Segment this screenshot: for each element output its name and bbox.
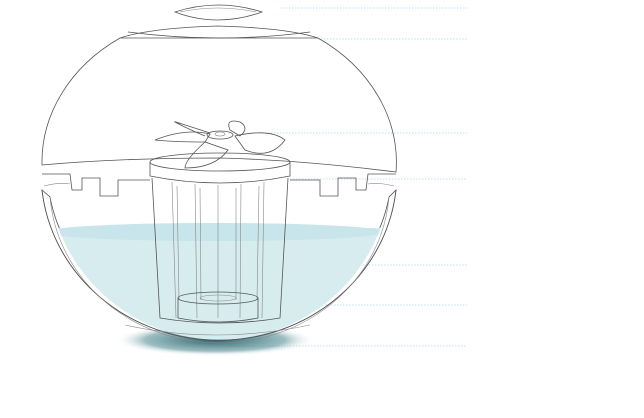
- upper-dome: [41, 4, 397, 173]
- fan: [154, 120, 286, 169]
- wick-column: [149, 152, 291, 324]
- seal-flange: [42, 173, 396, 197]
